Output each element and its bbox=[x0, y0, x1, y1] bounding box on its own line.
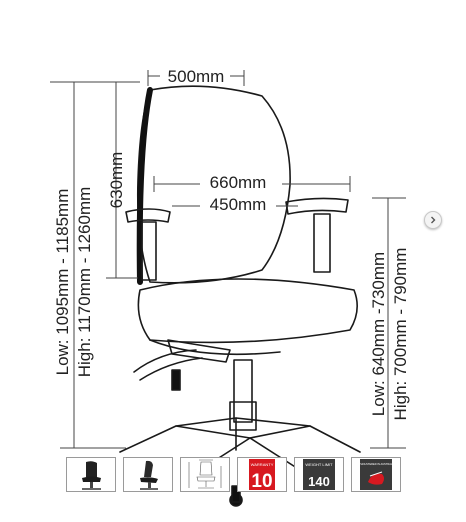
dim-height-back: 630mm bbox=[107, 152, 126, 209]
weight-limit-badge-thumb[interactable]: WEIGHT LIMIT 140 bbox=[294, 457, 344, 492]
dim-seat-height-high: High: 700mm - 790mm bbox=[391, 248, 410, 421]
map-icon bbox=[368, 473, 384, 485]
warranty-badge-value: 10 bbox=[251, 471, 272, 491]
chair-front-photo-thumb[interactable] bbox=[66, 457, 116, 492]
upholstered-badge-caption: UPHOLSTERED IN AUSTRALIA bbox=[357, 462, 395, 466]
chevron-right-icon bbox=[431, 216, 436, 224]
warranty-badge-thumb[interactable]: WARRANTY 10 bbox=[237, 457, 287, 492]
dim-overall-height-low: Low: 1095mm - 1185mm bbox=[53, 189, 72, 376]
dim-width-top: 500mm bbox=[168, 67, 225, 86]
next-image-button[interactable] bbox=[424, 211, 442, 229]
warranty-badge-caption: WARRANTY bbox=[251, 462, 274, 467]
dim-seat-height-low: Low: 640mm -730mm bbox=[369, 252, 388, 416]
thumbnail-strip: WARRANTY 10 WEIGHT LIMIT 140 UPHOLSTERED… bbox=[66, 457, 404, 494]
dim-overall-height-high: High: 1170mm - 1260mm bbox=[75, 187, 94, 378]
weight-limit-badge-caption: WEIGHT LIMIT bbox=[305, 462, 333, 467]
upholstered-badge-thumb[interactable]: UPHOLSTERED IN AUSTRALIA bbox=[351, 457, 401, 492]
dim-width-arms-outer: 660mm bbox=[210, 173, 267, 192]
dim-width-arms-inner: 450mm bbox=[210, 195, 267, 214]
chair-side-photo-thumb[interactable] bbox=[123, 457, 173, 492]
weight-limit-badge-value: 140 bbox=[308, 474, 330, 489]
dimension-drawing-thumb[interactable] bbox=[180, 457, 230, 492]
